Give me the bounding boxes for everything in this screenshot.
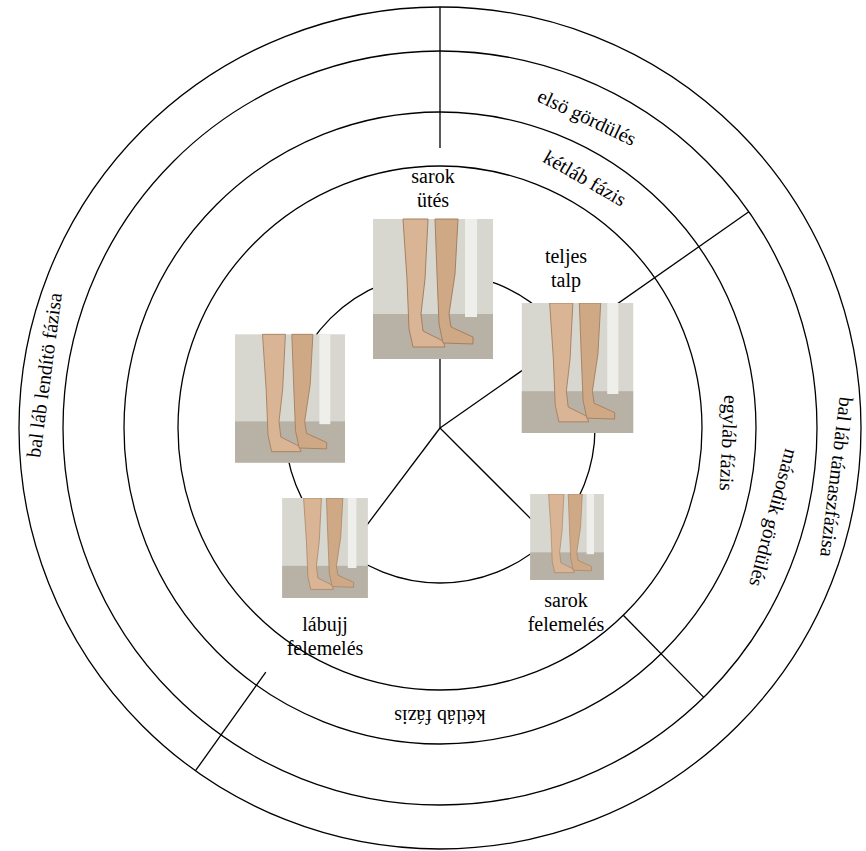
arc-label: kétláb fázis xyxy=(539,144,630,211)
leg-photo xyxy=(530,494,604,580)
ring xyxy=(178,166,702,690)
leg-photo xyxy=(373,219,493,359)
arc-label: kétláb fázis xyxy=(394,705,486,729)
arc-label: második gördülés xyxy=(744,446,804,589)
phase-label: sarok ütés xyxy=(393,164,473,212)
leg-photo xyxy=(522,303,633,433)
arc-label: egyláb fázis xyxy=(714,395,743,492)
phase-label: sarok felemelés xyxy=(519,588,614,636)
leg-photo xyxy=(235,334,345,462)
arc-label: bal láb támaszfázisa xyxy=(815,395,858,558)
outer-ring xyxy=(19,7,861,849)
ring xyxy=(63,51,817,805)
divider-line xyxy=(623,615,704,697)
arc-label: bal láb lendítö fázisa xyxy=(21,291,67,459)
divider-line xyxy=(439,7,440,148)
ring xyxy=(124,112,756,744)
arc-label: elsö gördülés xyxy=(534,83,640,150)
divider-line xyxy=(196,672,266,771)
leg-photo xyxy=(282,498,368,598)
phase-label: teljes talp xyxy=(531,244,601,292)
phase-label: lábujj felemelés xyxy=(278,612,373,660)
